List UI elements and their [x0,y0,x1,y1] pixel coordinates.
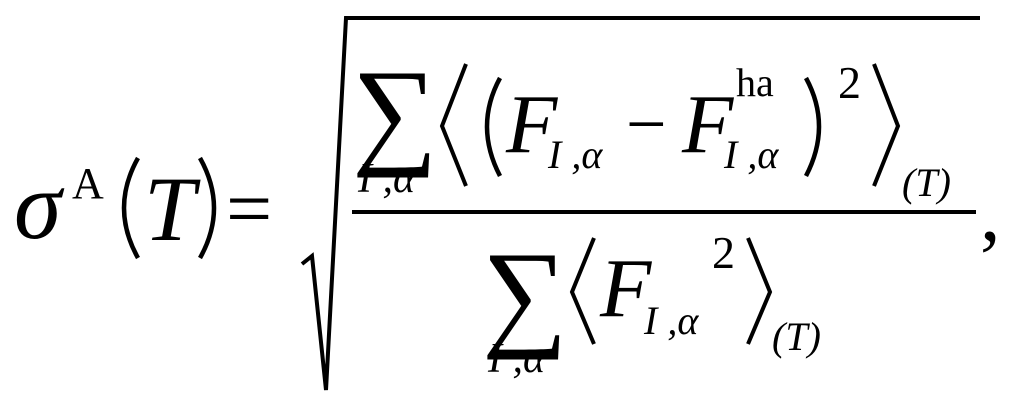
numerator-average-subscript: (T) [902,160,951,205]
numerator-right-angle [872,63,901,187]
denominator-sum-symbol: ∑ [482,227,568,360]
trailing-comma: , [980,167,1001,258]
denominator-left-angle [569,237,596,345]
equals-sign: = [226,163,272,254]
denominator-force-subscript: I ,α [643,298,699,343]
numerator-force-f: F [505,78,559,171]
right-paren-lhs [198,156,217,260]
denominator-force-f: F [599,242,653,335]
denominator-sum-subscript: I ,α [487,336,546,382]
superscript-a: A [72,159,104,208]
numerator-left-angle [439,63,468,187]
numerator-sum-symbol: ∑ [352,45,438,178]
left-paren-lhs [121,156,140,260]
harmonic-subscript: I ,α [723,132,779,177]
square-root-sign [300,16,980,391]
denominator-average-subscript: (T) [772,314,821,359]
lhs-variable-t: T [144,158,201,260]
denominator-right-angle [746,237,773,345]
numerator-power-2: 2 [838,57,861,108]
sigma-symbol: σ [14,152,65,259]
numerator-force-subscript: I ,α [547,132,603,177]
minus-sign: − [626,84,667,164]
denominator-power-2: 2 [712,227,735,278]
numerator-right-paren [804,76,822,178]
numerator-harmonic-force-f: F [681,78,735,171]
harmonic-superscript: ha [736,60,774,105]
numerator-left-paren [484,76,502,178]
numerator-sum-subscript: I ,α [357,156,416,202]
